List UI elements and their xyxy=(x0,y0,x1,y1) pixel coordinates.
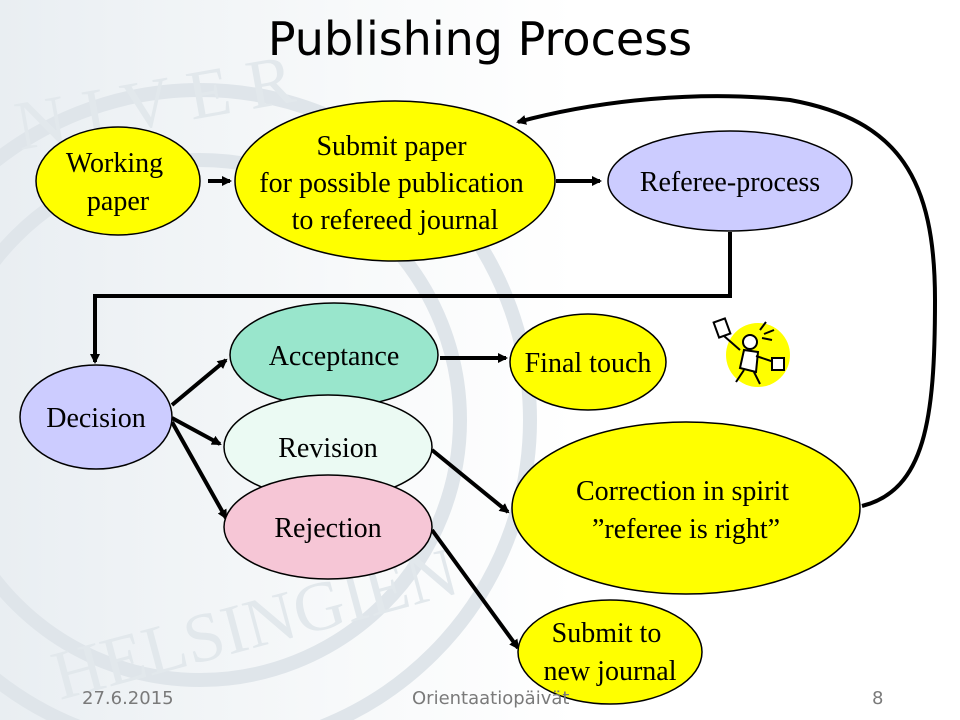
label-decision: Decision xyxy=(46,403,146,434)
edge-correction-back-to-submit xyxy=(516,94,938,508)
label-correction: Correction in spirit ”referee is right” xyxy=(576,476,796,545)
label-final-touch: Final touch xyxy=(525,348,652,379)
node-rejection xyxy=(223,474,433,580)
slide-title: Publishing Process xyxy=(267,12,693,66)
node-submit-new-journal xyxy=(517,599,703,705)
label-referee-process: Referee-process xyxy=(640,167,820,198)
edge-referee-to-decision xyxy=(90,232,732,364)
node-decision xyxy=(19,364,173,470)
footer-page-number: 8 xyxy=(872,688,884,709)
edge-rejection-to-new-journal xyxy=(430,528,520,650)
label-revision: Revision xyxy=(278,433,378,464)
label-working-paper: Working paper xyxy=(66,148,170,217)
label-submit-paper: Submit paper for possible publication to… xyxy=(259,131,530,236)
node-final-touch xyxy=(509,313,667,411)
node-submit-paper xyxy=(234,100,556,262)
node-correction xyxy=(511,421,861,595)
edge-decision-to-revision xyxy=(171,416,222,446)
cheering-person-icon xyxy=(712,317,790,387)
edge-decision-to-acceptance xyxy=(170,358,228,407)
node-referee-process xyxy=(607,130,853,232)
label-acceptance: Acceptance xyxy=(269,341,400,372)
edge-revision-to-correction xyxy=(430,448,510,514)
label-submit-new-journal: Submit to new journal xyxy=(544,618,677,687)
node-working-paper xyxy=(35,126,201,236)
edge-decision-to-rejection xyxy=(170,421,228,520)
footer-date: 27.6.2015 xyxy=(82,688,174,709)
footer-event: Orientaatiopäivät xyxy=(412,688,570,709)
label-rejection: Rejection xyxy=(274,513,381,544)
